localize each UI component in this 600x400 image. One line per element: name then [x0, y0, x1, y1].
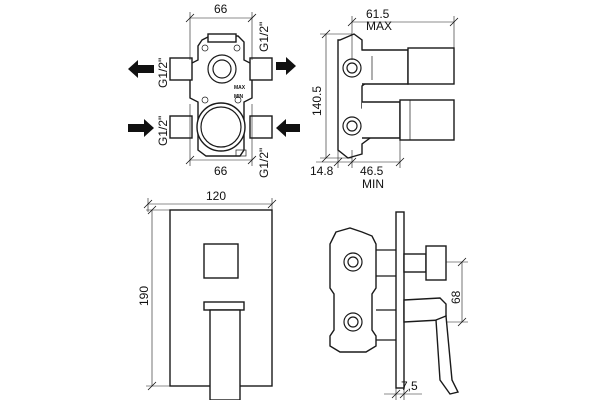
dim-plate-thickness: 7,5	[384, 379, 422, 400]
front-lever	[209, 309, 241, 400]
port-label-right-top: G1/2"	[257, 22, 271, 52]
dim-depth-max: 61.5 MAX	[347, 7, 459, 60]
dim-plate-width: 120	[143, 189, 277, 212]
valve-side-view	[337, 33, 455, 159]
valve-top-view: MAX MIN	[169, 33, 273, 157]
wall-plate	[395, 211, 405, 389]
inlet-arrow-icon	[128, 119, 154, 137]
port-label-left-top: G1/2"	[156, 58, 170, 88]
dim-lever-height-label: 68	[449, 290, 463, 304]
dim-height: 140.5	[310, 29, 352, 163]
dim-plate-thickness-label: 7,5	[401, 379, 418, 393]
dim-top-width: 66	[185, 2, 257, 60]
dim-bottom-offsets: 14.8 46.5 MIN	[310, 140, 405, 191]
installed-side-view	[329, 211, 460, 395]
min-marking: MIN	[234, 94, 244, 100]
lever-handle	[435, 315, 460, 395]
front-plate-view	[169, 209, 273, 400]
dim-depth-max-value: 61.5	[366, 7, 390, 21]
dim-bottom-width: 66	[185, 104, 257, 178]
dim-height-label: 140.5	[310, 86, 324, 116]
dim-top-width-label: 66	[214, 2, 228, 16]
port-label-left-bottom: G1/2"	[156, 116, 170, 146]
dim-plate-width-label: 120	[206, 189, 226, 203]
port-label-right-bottom: G1/2"	[257, 148, 271, 178]
dim-depth-min-label: MIN	[362, 177, 384, 191]
dim-offset-label: 14.8	[310, 164, 334, 178]
dim-depth-min-value: 46.5	[360, 164, 384, 178]
dim-depth-max-label: MAX	[366, 19, 392, 33]
dim-bottom-width-label: 66	[214, 164, 228, 178]
outlet-arrow-icon	[128, 60, 154, 78]
dim-plate-height-label: 190	[137, 286, 151, 306]
front-knob	[203, 243, 239, 279]
inlet-arrow-icon	[276, 57, 296, 75]
inlet-arrow-icon	[276, 119, 300, 137]
dim-lever-height: 68	[446, 257, 468, 327]
dim-plate-height: 190	[137, 205, 170, 391]
max-marking: MAX	[234, 85, 246, 91]
